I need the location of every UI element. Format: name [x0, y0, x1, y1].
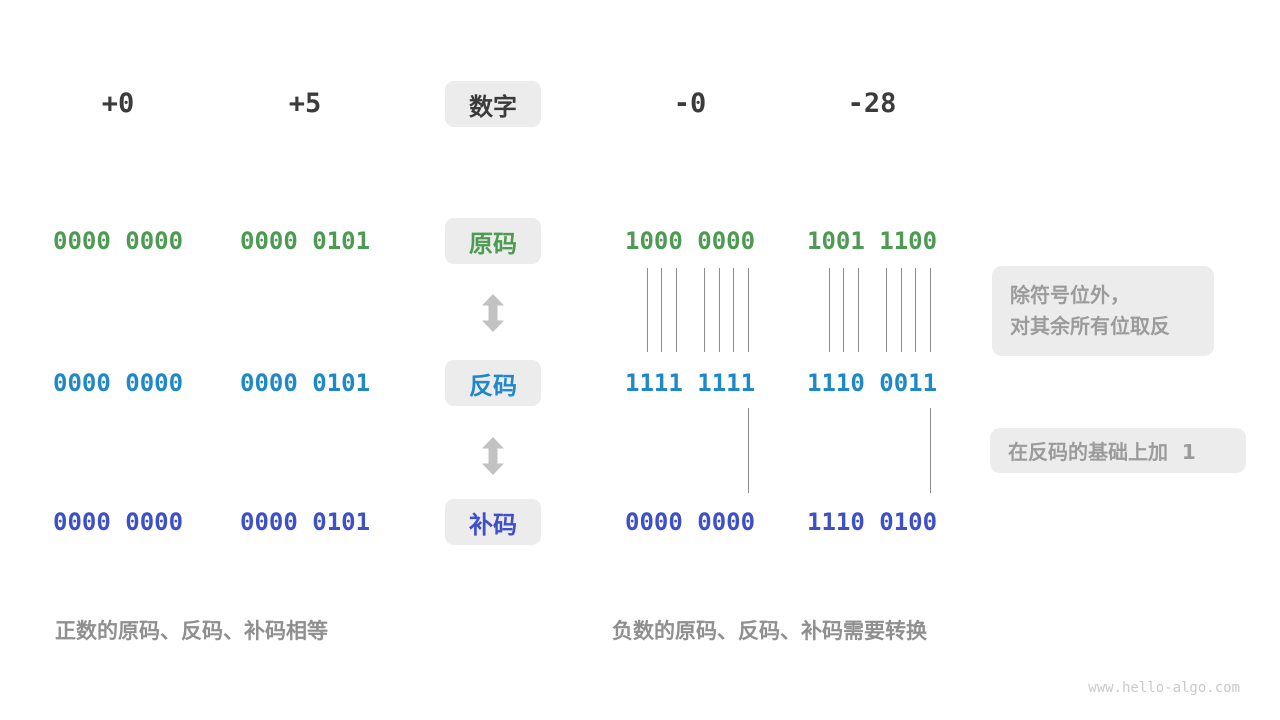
- connector-line: [733, 268, 735, 352]
- connector-line: [900, 268, 902, 352]
- ones-complement-plus-5: 0000 0101: [240, 369, 371, 397]
- twos-complement-plus-0: 0000 0000: [53, 508, 184, 536]
- sign-magnitude-label: 原码: [469, 229, 517, 258]
- invert-bit-lines-minus-0: [625, 268, 755, 352]
- connector-line: [704, 268, 706, 352]
- add-one-note: 在反码的基础上加 1: [990, 428, 1246, 473]
- ones-complement-label: 反码: [469, 371, 517, 400]
- sign-magnitude-label-box: 原码: [445, 218, 541, 264]
- ones-complement-plus-0: 0000 0000: [53, 369, 184, 397]
- connector-line: [929, 268, 931, 352]
- swap-arrow-icon: [481, 437, 505, 475]
- connector-line: [675, 268, 677, 352]
- connector-line: [646, 268, 648, 352]
- sign-magnitude-minus-0: 1000 0000: [625, 227, 756, 255]
- connector-line: [843, 268, 845, 352]
- twos-complement-minus-28: 1110 0100: [807, 508, 938, 536]
- watermark: www.hello-algo.com: [1088, 680, 1240, 696]
- header-value-plus-5: +5: [288, 88, 322, 119]
- add-one-note-text: 在反码的基础上加 1: [1008, 440, 1196, 464]
- header-value-plus-0: +0: [101, 88, 135, 119]
- sign-magnitude-minus-28: 1001 1100: [807, 227, 938, 255]
- twos-complement-minus-0: 0000 0000: [625, 508, 756, 536]
- ones-complement-label-box: 反码: [445, 360, 541, 406]
- connector-line: [747, 268, 749, 352]
- caption-positive-numbers: 正数的原码、反码、补码相等: [55, 619, 328, 643]
- invert-note-line2: 对其余所有位取反: [1010, 314, 1170, 338]
- header-label: 数字: [469, 92, 517, 121]
- twos-complement-label-box: 补码: [445, 499, 541, 545]
- ones-complement-minus-0: 1111 1111: [625, 369, 756, 397]
- header-value-minus-0: -0: [673, 88, 707, 119]
- invert-note-line1: 除符号位外，: [1010, 283, 1130, 307]
- add-one-line-minus-28: [929, 408, 931, 493]
- invert-note: 除符号位外， 对其余所有位取反: [992, 266, 1214, 356]
- add-one-line-minus-0: [747, 408, 749, 493]
- connector-line: [661, 268, 663, 352]
- connector-line: [915, 268, 917, 352]
- sign-magnitude-plus-0: 0000 0000: [53, 227, 184, 255]
- connector-line: [718, 268, 720, 352]
- sign-magnitude-plus-5: 0000 0101: [240, 227, 371, 255]
- twos-complement-label: 补码: [469, 510, 517, 539]
- invert-bit-lines-minus-28: [807, 268, 937, 352]
- connector-line: [828, 268, 830, 352]
- ones-complement-minus-28: 1110 0011: [807, 369, 938, 397]
- twos-complement-plus-5: 0000 0101: [240, 508, 371, 536]
- caption-negative-numbers: 负数的原码、反码、补码需要转换: [612, 619, 927, 643]
- header-label-box: 数字: [445, 81, 541, 127]
- connector-line: [886, 268, 888, 352]
- connector-line: [857, 268, 859, 352]
- header-value-minus-28: -28: [847, 88, 897, 119]
- swap-arrow-icon: [481, 294, 505, 332]
